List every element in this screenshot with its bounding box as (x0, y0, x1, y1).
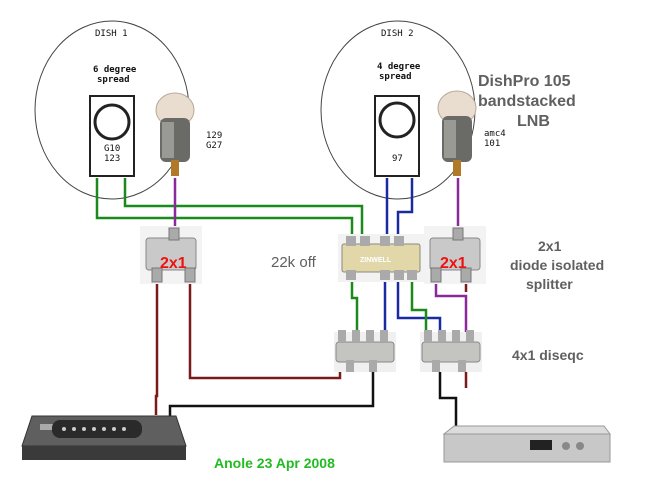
purple-wire-right-out (434, 282, 468, 334)
dishpro-label-3: LNB (517, 113, 550, 130)
right-splitter (424, 226, 486, 284)
dish2-spread-1: 4 degree (377, 62, 421, 72)
dish1-spread-2: spread (97, 75, 130, 85)
green-wire-1 (95, 178, 354, 236)
dish2-side-2: 101 (484, 139, 500, 149)
black-wire-right (438, 370, 458, 426)
green-wire-4 (410, 278, 428, 334)
dish2-lnb-box (374, 95, 420, 177)
left-splitter (140, 226, 202, 284)
switch-22k-label: 22k off (271, 254, 317, 271)
splitter-desc-2: diode isolated (510, 257, 604, 273)
red-wire-left-2 (188, 282, 342, 380)
zinwell-brand: ZINWELL (360, 257, 392, 264)
red-wire-left-1 (154, 282, 159, 415)
diseqc-label: 4x1 diseqc (512, 347, 584, 363)
diseqc-switch-right (420, 330, 482, 372)
dish1-lnb-1: G10 (104, 144, 120, 154)
dish2-title: DISH 2 (381, 29, 414, 39)
black-wire-left (168, 370, 375, 420)
dish2-side-1: amc4 (484, 129, 506, 139)
dishpro-label-1: DishPro 105 (478, 73, 571, 90)
blue-wire-4 (396, 278, 442, 334)
dishpro-label-2: bandstacked (478, 93, 576, 110)
splitter-desc-3: splitter (526, 276, 573, 292)
dish1-lnb-2: 123 (104, 154, 120, 164)
green-wire-2 (123, 178, 364, 236)
dish2-spread-2: spread (379, 72, 412, 82)
dish2-bandstack-lnb-icon (437, 90, 477, 176)
dish1-lnb-box (89, 95, 135, 177)
dish1-title: DISH 1 (95, 29, 128, 39)
dish1-spread-1: 6 degree (93, 65, 137, 75)
zinwell-switch (338, 234, 426, 282)
dish1-side-2: G27 (206, 141, 222, 151)
receiver-right (442, 425, 611, 463)
footer-credit: Anole 23 Apr 2008 (214, 455, 335, 471)
splitter-desc-1: 2x1 (538, 238, 562, 254)
blue-wire-2 (396, 178, 414, 236)
right-splitter-label: 2x1 (440, 255, 467, 272)
dish2-lnb-1: 97 (392, 154, 403, 164)
green-wire-3 (350, 278, 359, 334)
left-splitter-label: 2x1 (160, 255, 187, 272)
dish1-bandstack-lnb-icon (155, 92, 195, 176)
dish1-side-1: 129 (206, 131, 222, 141)
diseqc-switch-left (334, 330, 396, 372)
receiver-left (21, 415, 187, 460)
